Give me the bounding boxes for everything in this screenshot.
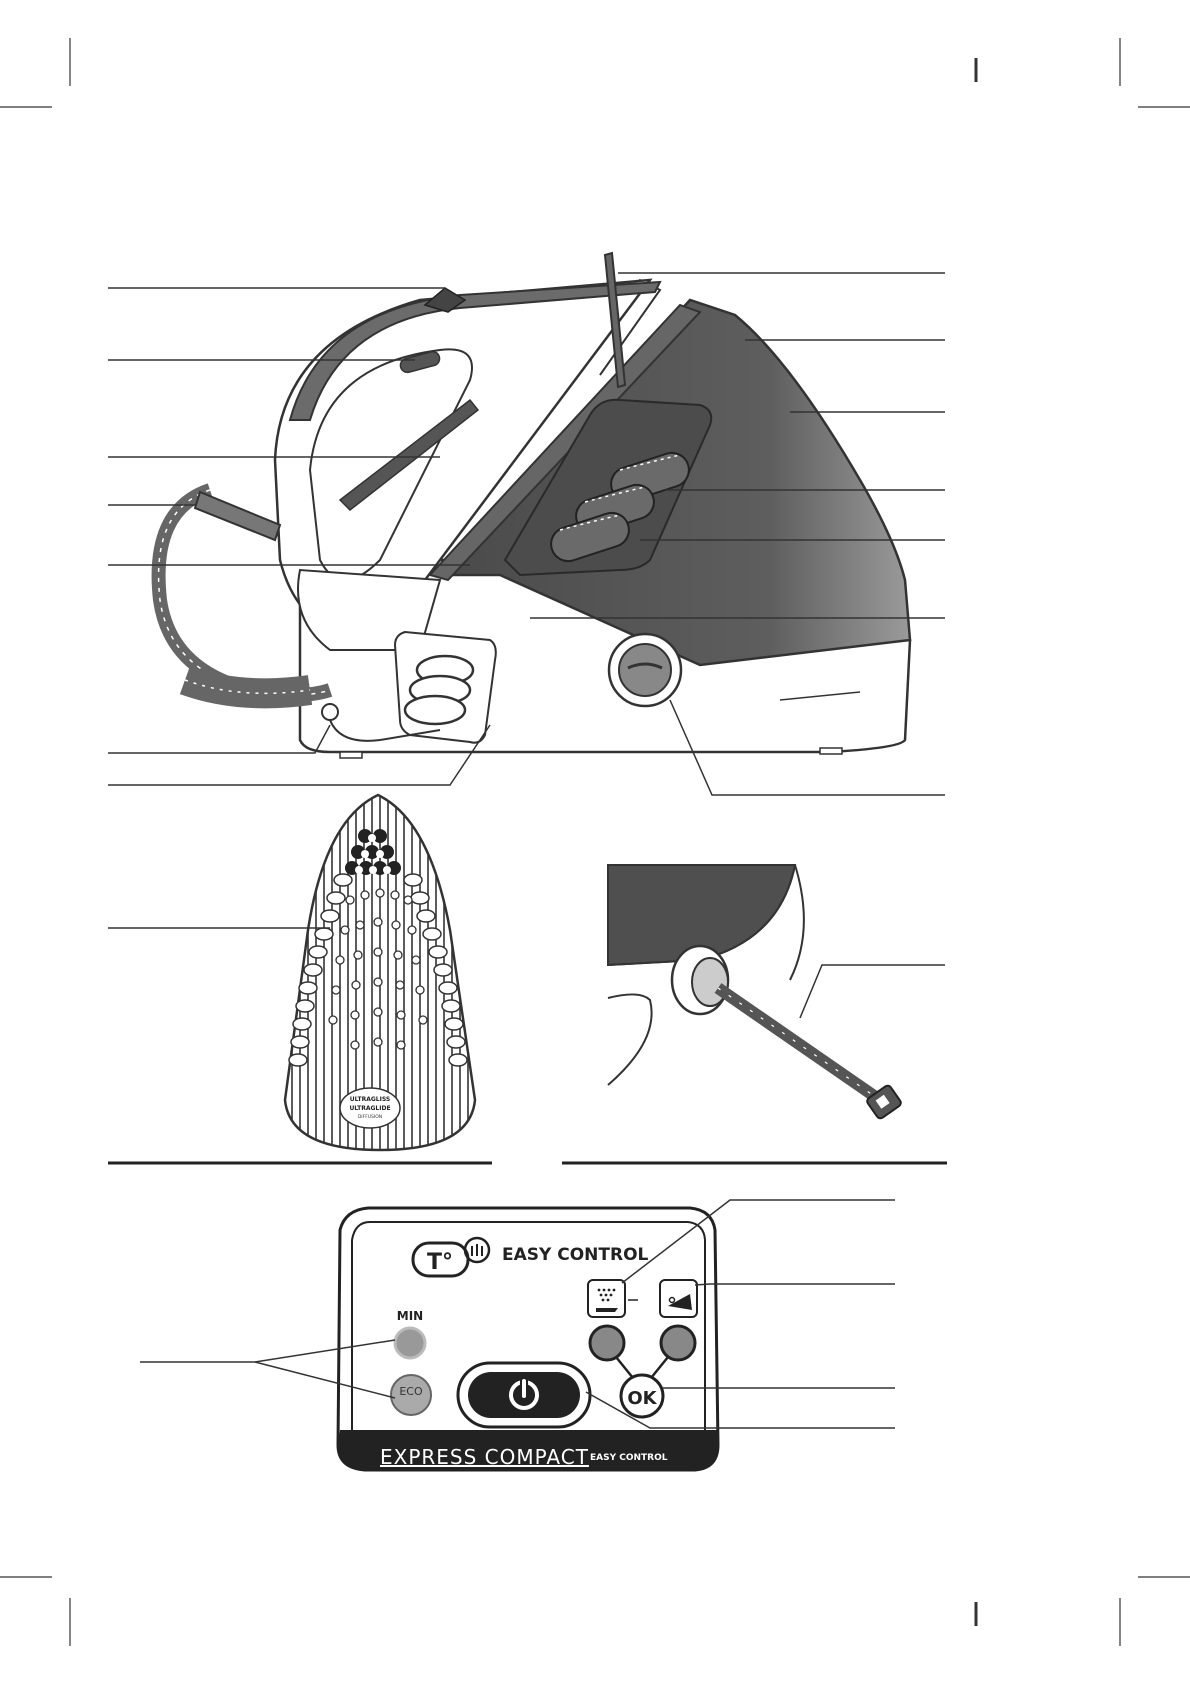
descaling-mode-icon <box>659 1279 698 1318</box>
crop-marks <box>0 38 1190 1646</box>
soleplate-logo-line1: ULTRAGLISS <box>350 1096 390 1103</box>
callout-descaling <box>799 964 945 1019</box>
ok-label: OK <box>627 1388 657 1409</box>
anti-scale-detail-illustration <box>607 864 902 1120</box>
soleplate-logo-line2: ULTRAGLIDE <box>349 1105 390 1112</box>
steam-mode-light <box>588 1324 626 1362</box>
temperature-symbol: T° <box>427 1250 453 1275</box>
iron-handle <box>288 280 662 421</box>
steam-hose-coil <box>403 654 475 726</box>
soleplate-logo-line3: DIFFUSION <box>358 1114 382 1120</box>
min-label: MIN <box>397 1309 423 1323</box>
easy-control-logo: T° EASY CONTROL <box>411 1236 649 1278</box>
soleplate-illustration: ULTRAGLISS ULTRAGLIDE DIFFUSION <box>283 793 477 1152</box>
steam-trigger <box>399 350 441 374</box>
on-off-label: ON / OFF <box>497 1430 552 1443</box>
callout-lines-panel <box>140 1199 895 1429</box>
descaling-rod <box>714 983 884 1105</box>
anti-scale-collector <box>607 632 683 708</box>
iron-top-button <box>423 287 467 313</box>
steam-ironing-mode-icon <box>587 1279 626 1318</box>
descaling-mode-light <box>659 1324 697 1362</box>
lock-lever <box>603 251 627 389</box>
steam-icon <box>471 1244 483 1256</box>
callout-lines-main <box>108 272 945 796</box>
control-panel-illustration: T° EASY CONTROL OK MIN ECO <box>336 1206 720 1472</box>
easy-control-title: EASY CONTROL <box>502 1245 649 1265</box>
min-light <box>393 1326 427 1360</box>
eco-label: ECO <box>399 1385 423 1398</box>
soleplate-logo <box>339 1087 401 1129</box>
model-subtitle: EASY CONTROL <box>590 1453 668 1463</box>
model-name: EXPRESS COMPACT <box>380 1445 589 1469</box>
steam-generator-illustration <box>151 251 912 759</box>
eco-button[interactable] <box>390 1374 432 1416</box>
ok-button[interactable] <box>619 1373 665 1419</box>
